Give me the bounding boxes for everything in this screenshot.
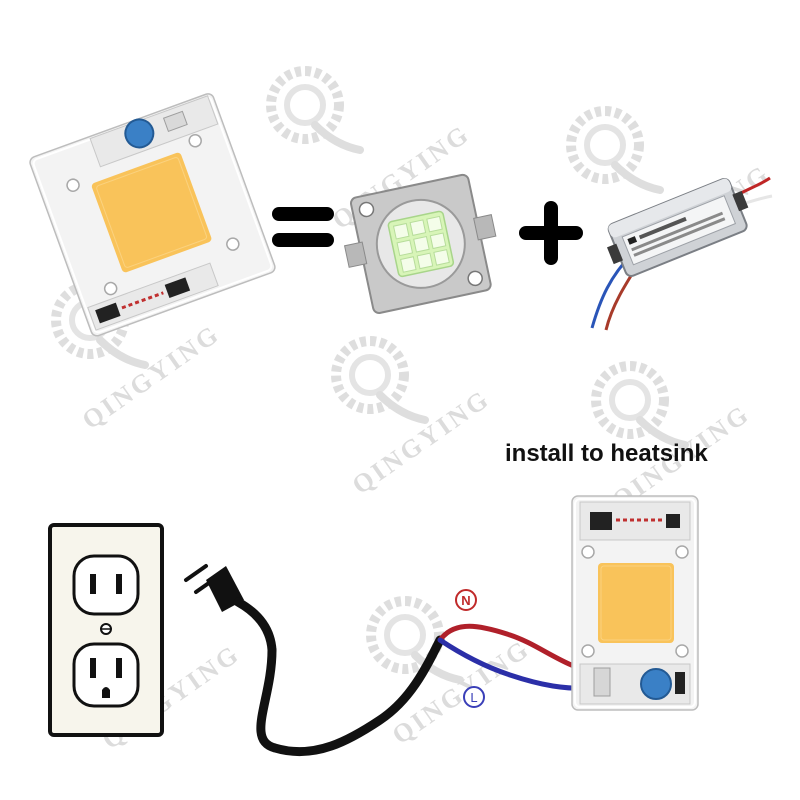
mounting-hole — [675, 644, 689, 658]
outlet-socket-upper — [72, 554, 140, 616]
mounting-hole — [581, 545, 595, 559]
led-driver — [590, 176, 773, 331]
ic-chip — [666, 514, 680, 528]
mounting-hole — [103, 281, 118, 296]
cob-emitter — [598, 563, 674, 643]
wall-outlet — [48, 523, 164, 737]
mounting-hole — [226, 237, 240, 251]
capacitor — [640, 668, 672, 700]
mounting-hole — [188, 133, 202, 148]
mounting-hole — [66, 178, 80, 192]
live-label-text: L — [470, 690, 477, 705]
neutral-label: N — [455, 589, 477, 611]
equals-icon — [272, 207, 334, 247]
plus-icon — [519, 201, 583, 265]
input-terminal — [593, 667, 611, 697]
mounting-hole — [675, 545, 689, 559]
neutral-wire — [437, 623, 601, 677]
mounting-hole — [581, 644, 595, 658]
capacitor — [124, 118, 155, 149]
ic-chip — [95, 302, 121, 324]
ac-cob-module — [29, 93, 276, 337]
high-power-led-chip — [343, 173, 497, 314]
ic-chip — [590, 512, 612, 530]
driver-logo-mark — [627, 236, 638, 245]
power-cord — [256, 635, 445, 757]
mounted-cob-module — [571, 495, 699, 711]
power-plug — [184, 564, 277, 655]
neutral-label-text: N — [461, 593, 470, 608]
live-label: L — [463, 686, 485, 708]
ic-chip — [164, 277, 191, 299]
install-caption: install to heatsink — [505, 440, 708, 467]
cob-emitter — [91, 152, 212, 273]
